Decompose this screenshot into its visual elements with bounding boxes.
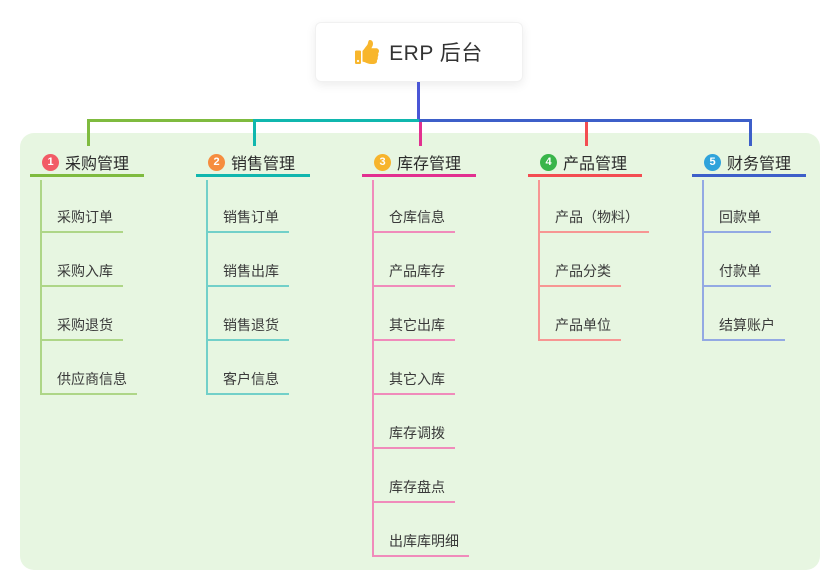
branch-node-4[interactable]: 4 产品管理 <box>528 150 642 177</box>
child-node[interactable]: 销售退货 <box>206 312 289 341</box>
child-node[interactable]: 销售出库 <box>206 258 289 287</box>
thumbs-up-icon <box>355 40 380 64</box>
branch-label: 产品管理 <box>563 156 628 173</box>
child-node[interactable]: 客户信息 <box>206 366 289 395</box>
child-node[interactable]: 产品单位 <box>538 312 621 341</box>
child-node[interactable]: 产品（物料） <box>538 204 649 233</box>
child-node[interactable]: 其它出库 <box>372 312 455 341</box>
child-node[interactable]: 付款单 <box>702 258 771 287</box>
branch-drop-line <box>253 122 256 146</box>
branch-node-5[interactable]: 5 财务管理 <box>692 150 806 177</box>
root-connector-line <box>417 82 420 122</box>
branch-label: 采购管理 <box>65 156 130 173</box>
bus-segment-blue <box>419 119 752 122</box>
child-node[interactable]: 仓库信息 <box>372 204 455 233</box>
bus-segment-teal <box>253 119 422 122</box>
child-node[interactable]: 出库库明细 <box>372 528 469 557</box>
child-node[interactable]: 采购退货 <box>40 312 123 341</box>
bus-segment-green <box>87 119 256 122</box>
child-node[interactable]: 其它入库 <box>372 366 455 395</box>
branch-drop-line <box>87 122 90 146</box>
children-rail-line <box>702 180 704 341</box>
branch-drop-line <box>585 122 588 146</box>
branch-label: 财务管理 <box>727 156 792 173</box>
child-node[interactable]: 采购入库 <box>40 258 123 287</box>
child-node[interactable]: 库存调拨 <box>372 420 455 449</box>
branch-drop-line <box>749 122 752 146</box>
child-node[interactable]: 供应商信息 <box>40 366 137 395</box>
children-rail-line <box>206 180 208 395</box>
children-rail-line <box>538 180 540 341</box>
children-rail-line <box>372 180 374 557</box>
child-node[interactable]: 产品库存 <box>372 258 455 287</box>
priority-badge-icon: 2 <box>208 153 225 171</box>
child-node[interactable]: 库存盘点 <box>372 474 455 503</box>
child-node[interactable]: 结算账户 <box>702 312 785 341</box>
priority-badge-icon: 5 <box>704 153 721 171</box>
branch-node-1[interactable]: 1 采购管理 <box>30 150 144 177</box>
children-rail-line <box>40 180 42 395</box>
branch-label: 库存管理 <box>397 156 462 173</box>
child-node[interactable]: 产品分类 <box>538 258 621 287</box>
branch-node-2[interactable]: 2 销售管理 <box>196 150 310 177</box>
child-node[interactable]: 销售订单 <box>206 204 289 233</box>
mindmap-panel <box>20 133 820 570</box>
branch-drop-line <box>419 122 422 146</box>
branch-node-3[interactable]: 3 库存管理 <box>362 150 476 177</box>
child-node[interactable]: 回款单 <box>702 204 771 233</box>
root-node[interactable]: ERP 后台 <box>315 22 523 82</box>
priority-badge-icon: 4 <box>540 153 557 171</box>
priority-badge-icon: 1 <box>42 153 59 171</box>
child-node[interactable]: 采购订单 <box>40 204 123 233</box>
root-title: ERP 后台 <box>389 42 483 65</box>
priority-badge-icon: 3 <box>374 153 391 171</box>
branch-label: 销售管理 <box>231 156 296 173</box>
